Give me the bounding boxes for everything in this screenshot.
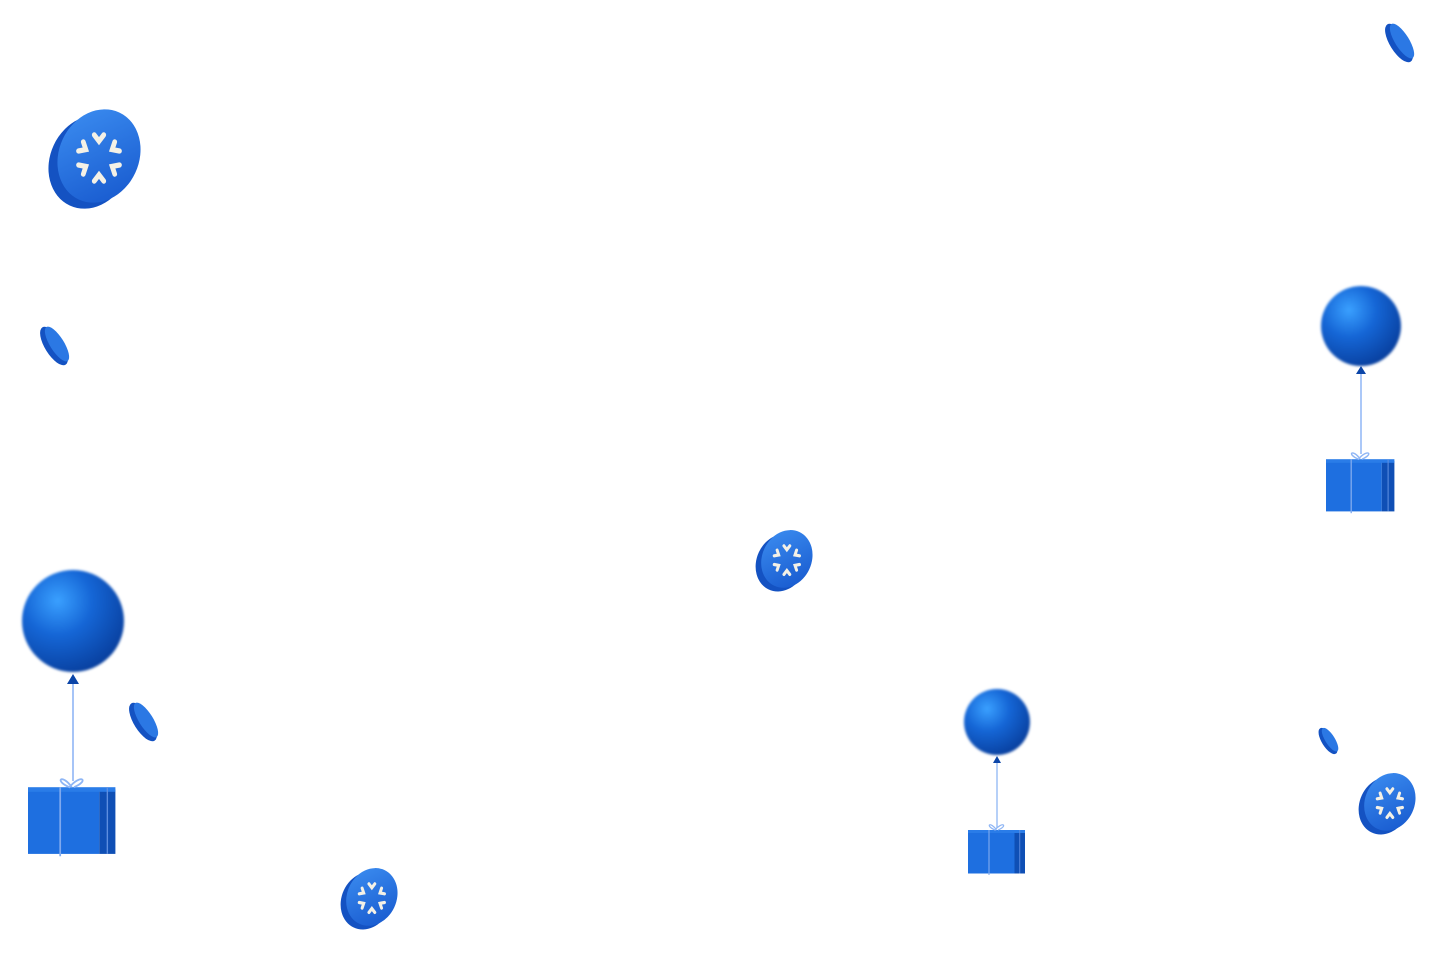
- balloon-gift: [1318, 282, 1408, 522]
- gift-box-icon: [1325, 452, 1396, 514]
- balloon-gift: [961, 686, 1036, 886]
- coin-sliver: [123, 698, 163, 746]
- spark-coin: [339, 866, 401, 934]
- balloon-icon: [964, 689, 1030, 755]
- spark-coin: [1357, 771, 1419, 839]
- coin-sliver: [1314, 725, 1342, 757]
- spark-coin-large: [46, 106, 146, 216]
- coin-sliver: [34, 322, 74, 370]
- balloon-icon: [22, 570, 124, 672]
- balloon-icon: [1321, 286, 1401, 366]
- balloon-gift: [18, 563, 128, 873]
- spark-coin: [754, 528, 816, 596]
- coin-sliver: [1379, 19, 1419, 67]
- gift-box-icon: [967, 824, 1026, 876]
- gift-box-icon: [27, 778, 117, 858]
